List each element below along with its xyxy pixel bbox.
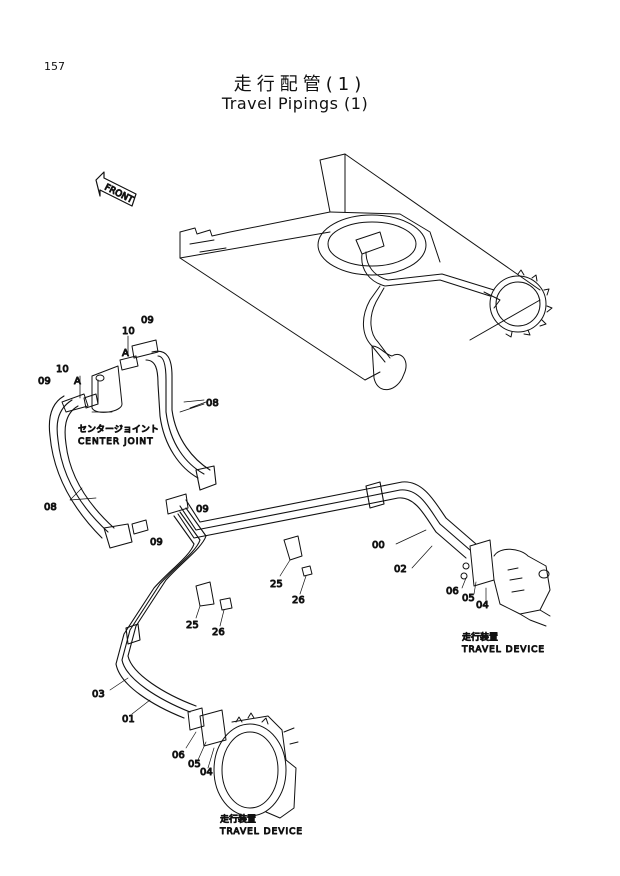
part-label-03: 03 xyxy=(92,689,105,700)
part-label-10: 10 xyxy=(122,326,135,337)
part-label-06: 06 xyxy=(446,586,459,597)
travel-device-right-caption-en: TRAVEL DEVICE xyxy=(461,645,545,655)
track-frame xyxy=(179,153,541,381)
part-label-09: 09 xyxy=(141,315,154,326)
part-label-01: 01 xyxy=(122,714,135,725)
clamp-25-26-lower xyxy=(195,581,233,611)
center-joint-caption-jp: センタージョイント xyxy=(78,424,159,435)
part-label-08: 08 xyxy=(44,502,57,513)
tubes-00-02 xyxy=(177,481,477,559)
part-label-02: 02 xyxy=(394,564,407,575)
tubes-01-03 xyxy=(115,507,207,719)
title-japanese: 走行配管(1) xyxy=(233,74,367,95)
part-label-a: A xyxy=(74,376,81,387)
upper-sprocket xyxy=(489,269,553,338)
part-label-09: 09 xyxy=(150,537,163,548)
part-label-08: 08 xyxy=(206,398,219,409)
right-travel-device xyxy=(460,539,551,627)
travel-device-right-caption-jp: 走行装置 xyxy=(462,631,498,643)
part-label-00: 00 xyxy=(372,540,385,551)
part-label-25: 25 xyxy=(270,579,283,590)
travel-device-left-caption-en: TRAVEL DEVICE xyxy=(219,827,303,837)
page-number: 157 xyxy=(44,60,65,73)
travel-device-left-caption-jp: 走行装置 xyxy=(220,813,256,825)
part-label-a: A xyxy=(122,348,129,359)
part-label-26: 26 xyxy=(292,595,305,606)
part-label-05: 05 xyxy=(188,759,201,770)
fittings-09-10 xyxy=(61,339,189,535)
title-english: Travel Pipings (1) xyxy=(221,94,369,113)
front-arrow-icon xyxy=(95,171,137,207)
part-label-06: 06 xyxy=(172,750,185,761)
hose-08-right xyxy=(145,350,217,491)
part-label-04: 04 xyxy=(200,767,213,778)
part-label-04: 04 xyxy=(476,600,489,611)
part-label-09: 09 xyxy=(38,376,51,387)
leader-lines xyxy=(69,487,487,769)
part-label-05: 05 xyxy=(462,593,475,604)
clamp-25-26-upper xyxy=(283,535,313,577)
part-label-10: 10 xyxy=(56,364,69,375)
label-leaders-a xyxy=(79,335,129,413)
part-label-25: 25 xyxy=(186,620,199,631)
center-joint-body xyxy=(91,365,123,413)
center-joint-caption-en: CENTER JOINT xyxy=(78,437,154,447)
upper-center-joint xyxy=(355,231,501,390)
lower-travel-device xyxy=(187,707,299,819)
hose-08-left xyxy=(48,395,133,549)
part-label-26: 26 xyxy=(212,627,225,638)
label-leaders-08 xyxy=(179,399,207,413)
part-label-09: 09 xyxy=(196,504,209,515)
